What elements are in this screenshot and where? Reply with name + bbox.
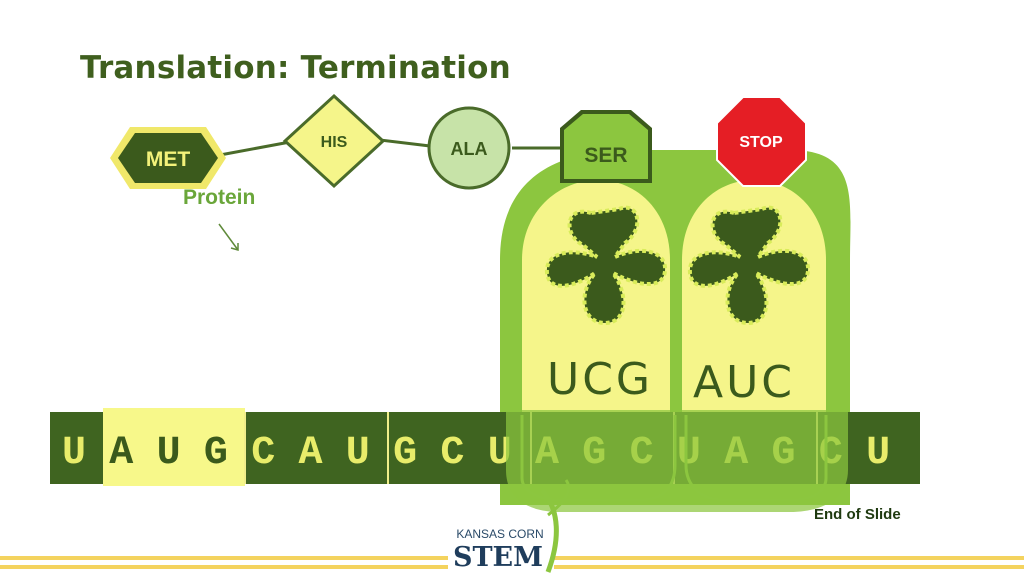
ribosome-lower-outline <box>520 415 828 502</box>
mrna-base: A <box>109 431 133 476</box>
mrna-base: A <box>298 431 322 476</box>
amino-acid-label-his: HIS <box>321 134 348 151</box>
mrna-base: C <box>251 431 275 476</box>
anticodon-right: AUC <box>693 357 795 408</box>
logo-line2: STEM <box>453 542 543 573</box>
amino-acid-ala: ALA <box>427 106 511 190</box>
mrna-base: U <box>157 431 181 476</box>
amino-acid-label-ala: ALA <box>451 139 488 159</box>
amino-acid-met: MET <box>110 127 226 189</box>
start-codon-highlight <box>103 408 245 486</box>
stop-sign-icon: STOP <box>716 96 807 187</box>
mrna-base: U <box>866 431 890 476</box>
amino-acid-ser: SER <box>560 110 652 183</box>
protein-arrow <box>218 223 239 251</box>
protein-chain-links <box>219 138 562 157</box>
mrna-base: U <box>346 431 370 476</box>
mrna-base: G <box>204 431 228 476</box>
amino-acid-label-ser: SER <box>584 144 627 167</box>
end-of-slide-label: End of Slide <box>814 506 901 523</box>
anticodon-left: UCG <box>547 354 653 405</box>
protein-label: Protein <box>183 186 255 209</box>
amino-acid-his: HIS <box>282 93 386 189</box>
link-his-ala <box>379 138 431 148</box>
link-met-his <box>219 140 291 157</box>
mrna-base: G <box>393 431 417 476</box>
logo-line1: KANSAS CORN <box>456 527 543 541</box>
ribosome-lower <box>506 410 848 512</box>
amino-acid-label-met: MET <box>146 148 191 171</box>
kansas-corn-stem-logo: KANSAS CORN STEM <box>448 479 571 576</box>
stop-label: STOP <box>739 134 783 151</box>
slide-title: Translation: Termination <box>80 50 511 86</box>
mrna-base: U <box>62 431 86 476</box>
mrna-base: C <box>440 431 464 476</box>
